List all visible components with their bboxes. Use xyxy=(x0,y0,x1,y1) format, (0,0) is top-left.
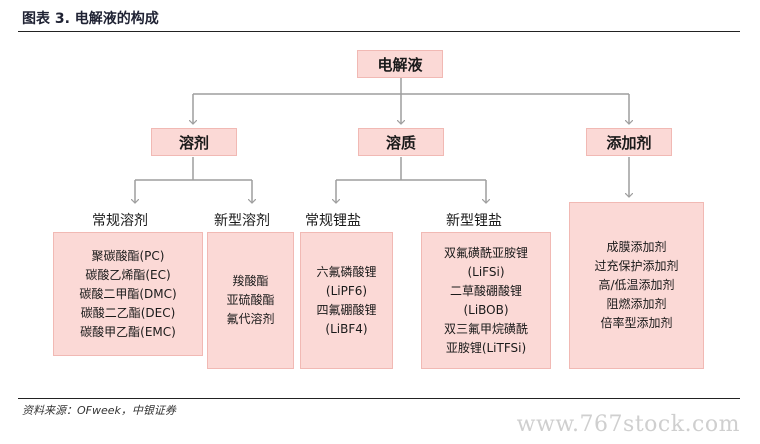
additives-box: 成膜添加剂 过充保护添加剂 高/低温添加剂 阻燃添加剂 倍率型添加剂 xyxy=(569,202,704,369)
node-solute: 溶质 xyxy=(358,128,444,156)
list-item: (LiPF6) xyxy=(325,283,368,298)
bottom-rule xyxy=(18,398,740,399)
list-item: 亚胺锂(LiTFSi) xyxy=(445,340,527,355)
root-node-electrolyte: 电解液 xyxy=(357,50,443,78)
conventional-salts-box: 六氟磷酸锂 (LiPF6) 四氟硼酸锂 (LiBF4) xyxy=(300,232,393,369)
list-item: 过充保护添加剂 xyxy=(594,259,679,273)
new-salts-box: 双氟磺酰亚胺锂 (LiFSi) 二草酸硼酸锂 (LiBOB) 双三氟甲烷磺酰 亚… xyxy=(421,232,551,369)
node-solvent: 溶剂 xyxy=(151,128,237,156)
list-item: (LiBOB) xyxy=(463,302,509,317)
list-item: 亚硫酸酯 xyxy=(226,293,275,307)
list-item: 六氟磷酸锂 xyxy=(316,264,377,279)
list-item: 碳酸乙烯酯(EC) xyxy=(85,267,171,282)
conventional-solvents-box: 聚碳酸酯(PC) 碳酸乙烯酯(EC) 碳酸二甲酯(DMC) 碳酸二乙酯(DEC)… xyxy=(53,232,203,356)
top-rule xyxy=(18,31,740,32)
list-item: 四氟硼酸锂 xyxy=(316,302,377,317)
list-item: 氟代溶剂 xyxy=(226,312,275,326)
list-item: 聚碳酸酯(PC) xyxy=(91,248,165,263)
list-item: 双氟磺酰亚胺锂 xyxy=(443,245,528,260)
list-item: 倍率型添加剂 xyxy=(600,316,673,330)
category-new-solvents: 新型溶剂 xyxy=(214,213,270,229)
watermark: www.767stock.com xyxy=(516,412,740,437)
list-item: (LiBF4) xyxy=(325,321,368,336)
list-item: 二草酸硼酸锂 xyxy=(449,283,522,298)
category-conventional-salts: 常规锂盐 xyxy=(305,213,361,229)
figure-title: 图表 3. 电解液的构成 xyxy=(22,11,159,27)
category-conventional-solvents: 常规溶剂 xyxy=(92,213,148,229)
list-item: 羧酸酯 xyxy=(232,274,269,288)
new-solvents-box: 羧酸酯 亚硫酸酯 氟代溶剂 xyxy=(207,232,294,369)
list-item: 碳酸二乙酯(DEC) xyxy=(80,305,176,320)
list-item: 高/低温添加剂 xyxy=(598,278,675,292)
list-item: 碳酸二甲酯(DMC) xyxy=(79,286,177,301)
list-item: (LiFSi) xyxy=(467,264,505,279)
category-new-salts: 新型锂盐 xyxy=(446,213,502,229)
node-additive: 添加剂 xyxy=(586,128,672,156)
source-note: 资料来源：OFweek，中银证券 xyxy=(22,404,176,417)
list-item: 阻燃添加剂 xyxy=(606,297,667,311)
list-item: 双三氟甲烷磺酰 xyxy=(443,321,528,336)
list-item: 成膜添加剂 xyxy=(606,240,667,254)
list-item: 碳酸甲乙酯(EMC) xyxy=(80,324,176,339)
